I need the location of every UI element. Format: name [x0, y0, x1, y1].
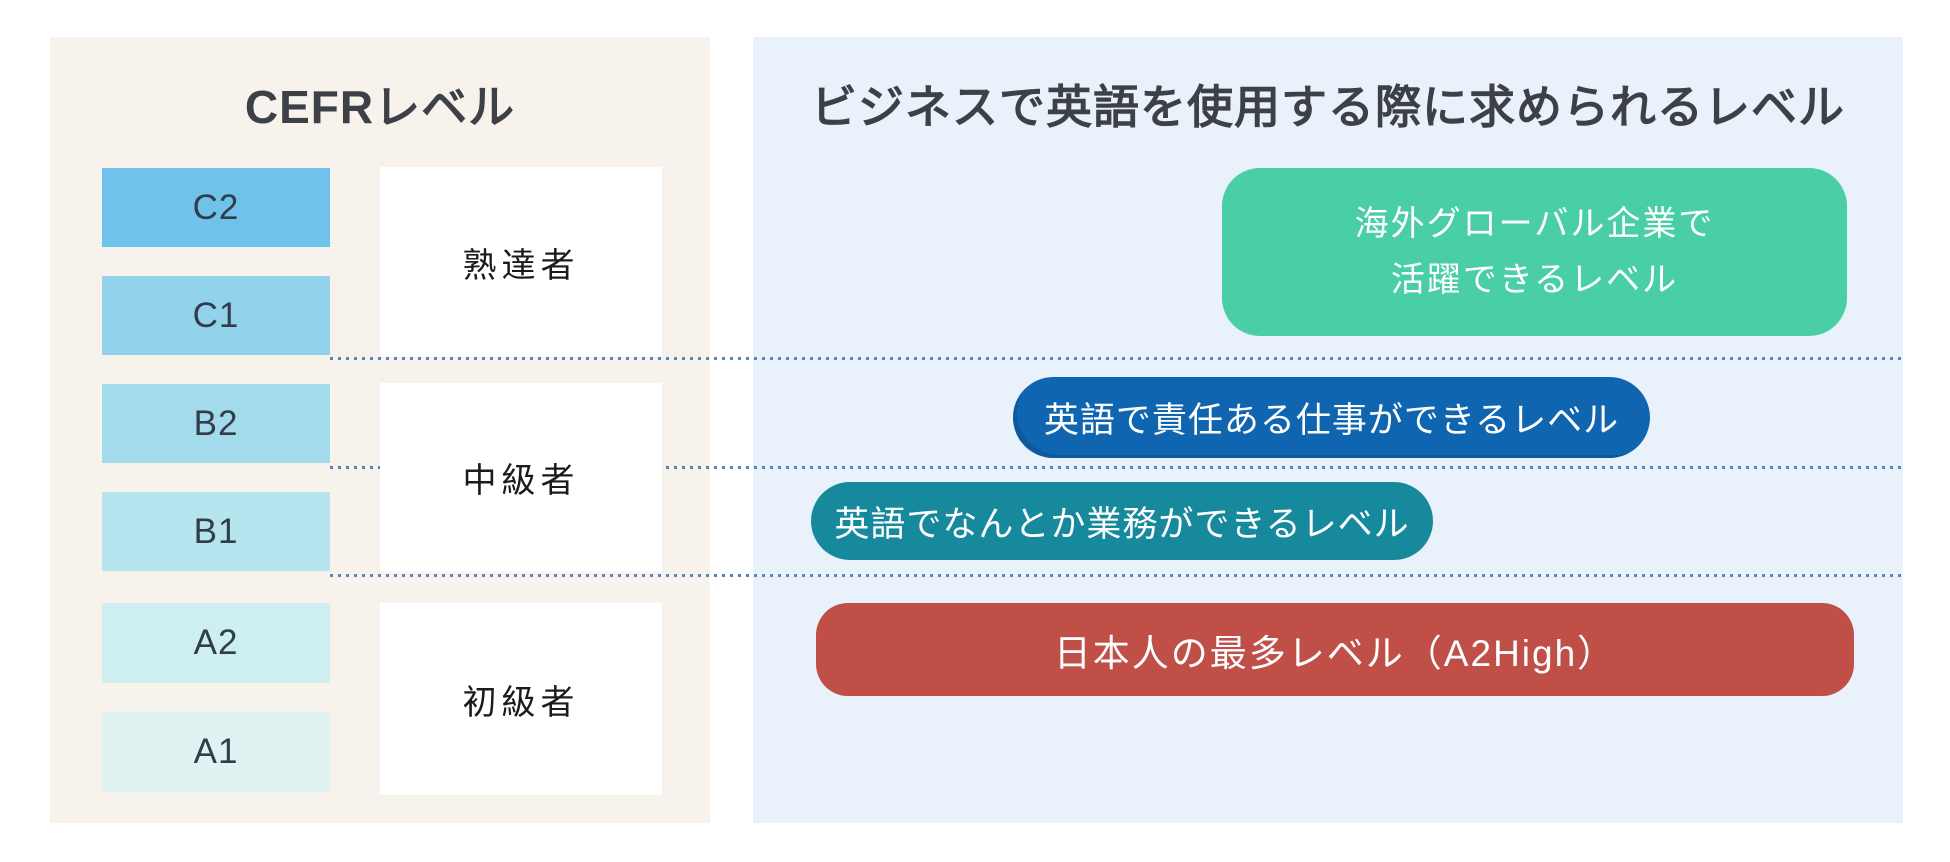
category-label-proficient: 熟達者 [462, 246, 580, 285]
category-label-intermediate: 中級者 [462, 462, 580, 500]
pill-most-text: 日本人の最多レベル（A2High） [1053, 632, 1617, 674]
level-label-b1: B1 [193, 511, 239, 551]
level-label-c2: C2 [192, 187, 240, 227]
business-panel-title: ビジネスで英語を使用する際に求められるレベル [811, 81, 1845, 133]
category-label-beginner: 初級者 [462, 683, 580, 722]
level-label-a1: A1 [193, 732, 239, 771]
pill-global-line1: 海外グローバル企業で [1354, 205, 1715, 243]
level-box-a2: A2 [102, 603, 330, 683]
pill-responsible-work-level: 英語で責任ある仕事ができるレベル [1013, 377, 1650, 458]
pill-somehow-work-level: 英語でなんとか業務ができるレベル [811, 482, 1433, 560]
category-box-beginner: 初級者 [380, 603, 662, 795]
pill-responsible-text: 英語で責任ある仕事ができるレベル [1043, 401, 1620, 440]
pill-somehow-text: 英語でなんとか業務ができるレベル [834, 504, 1410, 544]
level-box-b1: B1 [102, 492, 330, 571]
cefr-panel-title: CEFRレベル [244, 81, 516, 133]
level-box-a1: A1 [102, 712, 330, 792]
divider-line-b2-b1 [330, 466, 1903, 469]
divider-line-c1-b2 [330, 357, 1903, 360]
level-label-b2: B2 [193, 403, 239, 443]
level-box-c2: C2 [102, 168, 330, 247]
level-box-c1: C1 [102, 276, 330, 355]
pill-global-company-level: 海外グローバル企業で 活躍できるレベル [1222, 168, 1847, 336]
category-box-proficient: 熟達者 [380, 167, 662, 357]
level-label-c1: C1 [192, 295, 240, 335]
pill-global-line2: 活躍できるレベル [1390, 261, 1679, 299]
divider-line-b1-a2 [330, 574, 1903, 577]
category-box-intermediate: 中級者 [380, 383, 662, 572]
level-box-b2: B2 [102, 384, 330, 463]
pill-japanese-most-common-level: 日本人の最多レベル（A2High） [816, 603, 1854, 696]
cefr-panel: CEFRレベル C2 C1 B2 B1 A2 A1 熟達者 中級者 初級者 [50, 37, 710, 823]
level-label-a2: A2 [193, 623, 239, 662]
business-panel: ビジネスで英語を使用する際に求められるレベル 海外グローバル企業で 活躍できるレ… [753, 37, 1903, 823]
